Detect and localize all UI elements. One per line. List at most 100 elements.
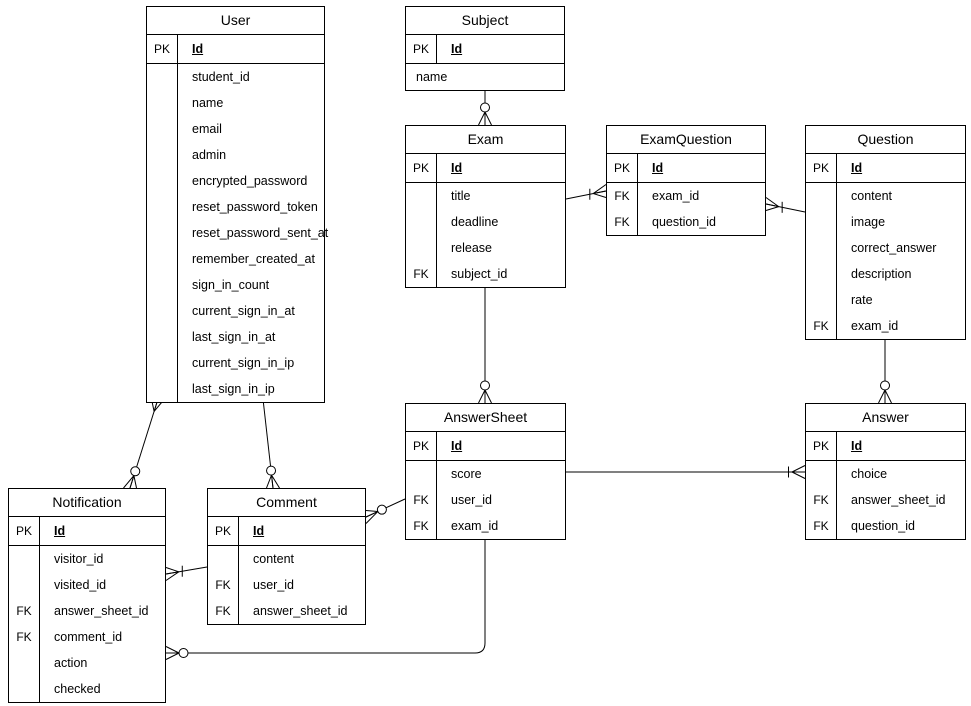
field-key-label (147, 220, 177, 246)
pk-field-name: Id (192, 42, 204, 56)
entity-title: AnswerSheet (406, 404, 565, 432)
connector-segment (884, 389, 892, 404)
field-name: sign_in_count (192, 278, 270, 292)
connector-segment (165, 571, 179, 575)
connector-segment (129, 475, 135, 489)
pk-field-name: Id (253, 524, 265, 538)
entity-title: Answer (806, 404, 965, 432)
zero-cardinality-circle (376, 504, 387, 515)
relationship-user-notification[interactable] (123, 398, 165, 489)
field-name: choice (851, 467, 888, 481)
field-name: score (451, 467, 482, 481)
field-name: deadline (451, 215, 499, 229)
field-key-label: FK (614, 215, 630, 229)
pk-field-name: Id (451, 439, 463, 453)
relationship-answersheet-notification[interactable] (165, 536, 486, 660)
field-name: subject_id (451, 267, 508, 281)
relationship-question-answer[interactable] (878, 336, 892, 404)
field-key-label (147, 90, 177, 116)
relationship-user-comment[interactable] (262, 398, 280, 489)
connector-segment (165, 567, 179, 573)
field-key-label: FK (215, 578, 231, 592)
field-key-label (147, 272, 177, 298)
field-key-label: FK (16, 604, 32, 618)
pk-key-label: PK (806, 154, 837, 182)
field-key-label: FK (413, 267, 429, 281)
field-name: name (416, 70, 448, 84)
field-key-label (9, 546, 39, 572)
field-name: rate (851, 293, 873, 307)
field-key-label (806, 287, 836, 313)
relationship-answersheet-answer[interactable] (566, 465, 806, 479)
field-name: last_sign_in_ip (192, 382, 275, 396)
connector-segment (165, 571, 180, 581)
field-name-column: name (406, 64, 564, 90)
connector-segment (791, 471, 806, 479)
connector-segment (593, 190, 607, 195)
key-column (147, 64, 178, 402)
relationship-exam-answersheet[interactable] (478, 284, 492, 404)
relationship-subject-exam[interactable] (478, 87, 492, 126)
connector-segment (484, 111, 492, 126)
connector-line[interactable] (166, 536, 486, 654)
field-name: answer_sheet_id (851, 493, 946, 507)
zero-cardinality-circle (130, 466, 141, 477)
pk-key-label: PK (406, 154, 437, 182)
pk-field-name: Id (54, 524, 66, 538)
field-key-label (806, 461, 836, 487)
pk-key-label: PK (147, 35, 178, 63)
connector-segment (765, 203, 779, 208)
field-key-label (147, 116, 177, 142)
field-key-label (806, 183, 836, 209)
field-key-label (147, 324, 177, 350)
pk-field-name: Id (851, 161, 863, 175)
field-name: name (192, 96, 224, 110)
field-name: email (192, 122, 222, 136)
field-name: reset_password_sent_at (192, 226, 329, 240)
relationship-comment-notification[interactable] (165, 565, 208, 581)
relationship-examquestion-question[interactable] (765, 197, 806, 213)
zero-cardinality-circle (266, 465, 277, 476)
pk-row: PK Id (147, 35, 324, 64)
entity-title: Subject (406, 7, 564, 35)
field-name: current_sign_in_ip (192, 356, 295, 370)
connector-segment (165, 652, 180, 660)
field-key-label (806, 235, 836, 261)
field-name: visitor_id (54, 552, 104, 566)
field-key-label (147, 64, 177, 90)
connector-segment (365, 511, 379, 518)
relationship-exam-examquestion[interactable] (565, 184, 607, 200)
connector-segment (271, 474, 280, 489)
field-name: correct_answer (851, 241, 937, 255)
field-key-label (406, 209, 436, 235)
field-key-label (147, 168, 177, 194)
connector-segment (478, 389, 486, 404)
pk-key-label: PK (406, 35, 437, 63)
relationship-answersheet-comment[interactable] (365, 498, 406, 524)
pk-field-name: Id (451, 42, 463, 56)
field-key-label (806, 261, 836, 287)
